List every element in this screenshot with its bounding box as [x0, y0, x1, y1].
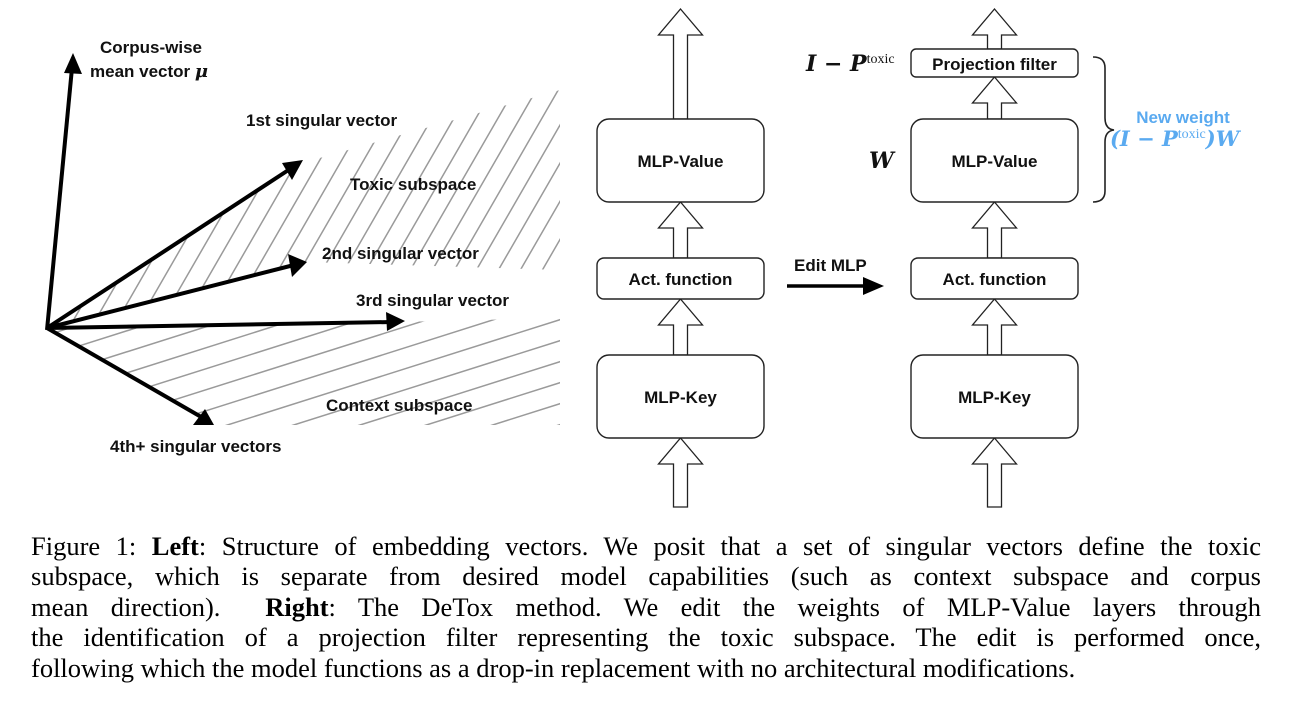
box-projection-filter [910, 48, 1079, 78]
vector-sv3 [46, 312, 405, 331]
hatch-line [47, 318, 560, 425]
up-arrow-value-edited [971, 200, 1018, 259]
hatch-line [0, 433, 600, 520]
hatch-line [47, 90, 191, 328]
vector-mean [45, 53, 82, 331]
box-act-function-edited [910, 257, 1079, 300]
hatch-line [0, 475, 600, 520]
text-mlp-value-original: MLP-Value [638, 152, 724, 171]
hatch-line [105, 90, 257, 328]
box-mlp-key-edited [910, 354, 1079, 439]
label-sv2: 2nd singular vector [322, 244, 479, 263]
curly-brace [1092, 56, 1115, 203]
up-arrow-input-original [657, 436, 704, 508]
up-arrow-output-original [657, 7, 704, 120]
hatch-line [47, 318, 560, 425]
up-arrow-act-original [657, 297, 704, 356]
label-sv3: 3rd singular vector [356, 291, 509, 310]
hatch-line [0, 454, 600, 520]
caption-left-bold: Left [151, 531, 199, 561]
label-toxic-subspace: Toxic subspace [350, 175, 476, 194]
edit-mlp-arrow: Edit MLP [787, 256, 884, 295]
label-weight-w: W [869, 148, 896, 174]
caption-line-1: Figure 1: Left: Structure of embedding v… [31, 531, 1261, 561]
hatch-line [47, 318, 560, 372]
text-mlp-key-original: MLP-Key [644, 388, 717, 407]
caption-line-2: subspace, which is separate from desired… [31, 561, 1261, 592]
label-sv1: 1st singular vector [246, 111, 398, 130]
hatch-line [47, 369, 560, 425]
text-act-function-original: Act. function [629, 270, 733, 289]
label-new-weight: New weight [1136, 108, 1230, 127]
box-mlp-key-original [596, 354, 765, 439]
hatch-line [47, 318, 560, 425]
caption-right-bold: Right [265, 591, 329, 622]
context-subspace-hatch [0, 318, 600, 520]
label-projection-formula: I − Ptoxic [805, 51, 895, 77]
vector-sv1 [45, 160, 303, 330]
label-edit-mlp: Edit MLP [794, 256, 867, 275]
box-act-function-original [596, 257, 765, 300]
hatch-line [47, 318, 560, 393]
figure-caption: Figure 1: Left: Structure of embedding v… [31, 531, 1261, 683]
text-act-function-edited: Act. function [943, 270, 1047, 289]
label-sv4: 4th+ singular vectors [110, 437, 281, 456]
hatch-line [47, 411, 560, 425]
up-arrow-value-original [657, 200, 704, 259]
hatch-line [47, 318, 560, 425]
caption-line-3: mean direction). Right: The DeTox method… [31, 591, 1261, 622]
label-mean-line1: Corpus-wise [100, 38, 202, 57]
text-mlp-key-edited: MLP-Key [958, 388, 1031, 407]
label-context-subspace: Context subspace [326, 396, 472, 415]
vector-sv4 [46, 326, 214, 425]
up-arrow-act-edited [971, 297, 1018, 356]
text-projection-filter: Projection filter [932, 55, 1057, 74]
hatch-line [47, 348, 560, 425]
new-weight-annotation: New weight (I − Ptoxic)W [1110, 108, 1242, 151]
caption-line-5: following which the model functions as a… [31, 652, 1076, 683]
caption-line-4: the identification of a projection filte… [31, 622, 1261, 653]
up-arrow-output-edited [971, 7, 1018, 50]
vector-sv2 [46, 254, 307, 330]
label-new-weight-formula: (I − Ptoxic)W [1110, 126, 1242, 151]
edited-mlp-stack: Projection filter MLP-Value Act. functio… [910, 7, 1079, 508]
hatch-line [47, 390, 560, 425]
hatch-line [47, 318, 560, 351]
up-arrow-input-edited [971, 436, 1018, 508]
original-mlp-stack: MLP-Value Act. function MLP-Key [596, 7, 765, 508]
box-mlp-value-edited [910, 118, 1079, 203]
box-mlp-value-original [596, 118, 765, 203]
mu-symbol: μ [195, 61, 208, 82]
hatch-line [61, 90, 213, 328]
label-mean-line2: mean vector μ [90, 61, 208, 82]
hatch-line [47, 327, 560, 425]
figure-diagram: Corpus-wise mean vector μ 1st singular v… [0, 7, 1242, 520]
text-mlp-value-edited: MLP-Value [952, 152, 1038, 171]
up-arrow-proj-edited [971, 75, 1018, 120]
